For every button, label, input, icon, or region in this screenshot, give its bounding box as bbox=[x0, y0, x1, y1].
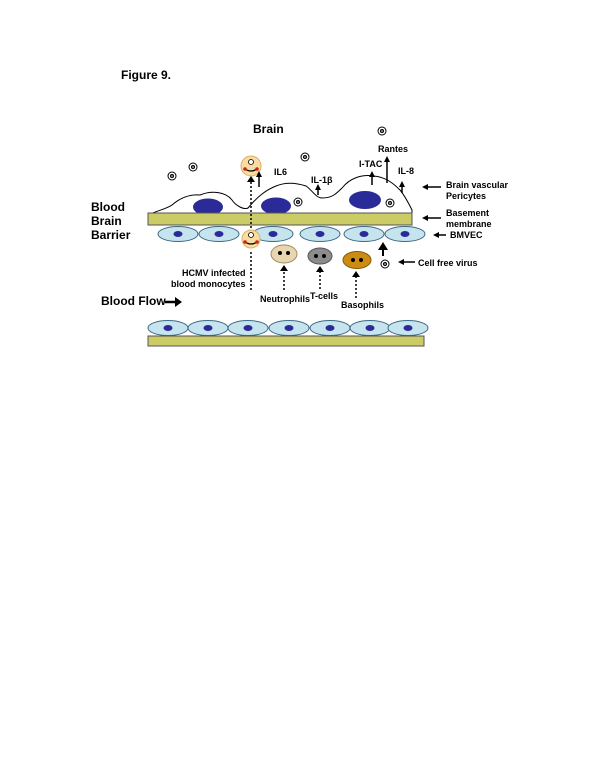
monocyte-in-brain bbox=[240, 155, 262, 177]
brain-label: Brain bbox=[253, 122, 284, 136]
virion-icon bbox=[293, 197, 303, 207]
arrowhead-icon bbox=[352, 271, 360, 277]
cell-free-virus-label: Cell free virus bbox=[418, 258, 478, 268]
virion-icon bbox=[385, 198, 395, 208]
arrowhead-icon bbox=[398, 259, 404, 265]
endothelial-cell bbox=[147, 320, 189, 336]
arrowhead-icon bbox=[422, 215, 428, 221]
bbb-line-2: Brain bbox=[91, 214, 122, 228]
endothelial-cell bbox=[384, 226, 426, 242]
neutrophils-label: Neutrophils bbox=[260, 294, 311, 304]
endothelial-cell bbox=[268, 320, 310, 336]
tcell-cell bbox=[307, 247, 333, 265]
virion-icon bbox=[300, 152, 310, 162]
bmvec-label: BMVEC bbox=[450, 230, 483, 240]
arrowhead-icon bbox=[256, 171, 262, 177]
bbb-label: Blood Brain Barrier bbox=[91, 200, 130, 242]
basement-membrane bbox=[147, 212, 413, 226]
arrowhead-icon bbox=[399, 181, 405, 187]
hcmv-line-2: blood monocytes bbox=[171, 279, 246, 289]
hcmv-line-1: HCMV infected bbox=[182, 268, 246, 278]
pericytes-line-1: Brain vascular bbox=[446, 180, 509, 190]
arrowhead-icon bbox=[247, 176, 255, 182]
bmvec-layer bbox=[157, 226, 426, 242]
endothelial-cell bbox=[343, 226, 385, 242]
endothelial-cell bbox=[299, 226, 341, 242]
il8-label: IL-8 bbox=[398, 166, 415, 176]
endothelial-cell bbox=[198, 226, 240, 242]
basement-line-2: membrane bbox=[446, 219, 492, 229]
bbb-line-3: Barrier bbox=[91, 228, 131, 242]
blood-flow-label: Blood Flow bbox=[101, 294, 166, 308]
lower-bmvec-layer bbox=[147, 320, 429, 336]
arrowhead-icon bbox=[369, 171, 375, 177]
tcells-label: T-cells bbox=[310, 291, 339, 301]
hcmv-monocytes-label: HCMV infected blood monocytes bbox=[171, 268, 246, 290]
pericyte-layer bbox=[149, 175, 413, 216]
endothelial-cell bbox=[157, 226, 199, 242]
endothelial-cell bbox=[227, 320, 269, 336]
bbb-line-1: Blood bbox=[91, 200, 125, 214]
il6-label: IL6 bbox=[274, 167, 288, 177]
virion-icon bbox=[380, 259, 390, 269]
itac-label: I-TAC bbox=[359, 159, 383, 169]
arrowhead-icon bbox=[433, 232, 439, 238]
arrowhead-icon bbox=[175, 297, 182, 307]
arrowhead-icon bbox=[316, 266, 324, 272]
pericytes-line-2: Pericytes bbox=[446, 191, 487, 201]
arrowhead-icon bbox=[315, 184, 321, 190]
figure-title: Figure 9. bbox=[121, 68, 172, 82]
basophil-cell bbox=[342, 251, 372, 269]
endothelial-cell bbox=[309, 320, 351, 336]
pericyte-nucleus bbox=[261, 197, 291, 215]
rantes-label: Rantes bbox=[378, 144, 409, 154]
pericyte-nucleus bbox=[349, 191, 381, 209]
virion-icon bbox=[167, 171, 177, 181]
neutrophil-cell bbox=[270, 244, 298, 264]
monocyte-in-endothelium bbox=[241, 229, 261, 249]
virion-icon bbox=[188, 162, 198, 172]
virion-icon bbox=[377, 126, 387, 136]
endothelial-cell bbox=[349, 320, 391, 336]
arrowhead-icon bbox=[378, 242, 388, 250]
lower-basement-membrane bbox=[147, 335, 425, 347]
arrowhead-icon bbox=[280, 265, 288, 271]
pericytes-label: Brain vascular Pericytes bbox=[446, 180, 508, 202]
brain-virions bbox=[167, 126, 387, 181]
basement-membrane-label: Basement membrane bbox=[446, 208, 492, 230]
endothelial-cell bbox=[187, 320, 229, 336]
basement-line-1: Basement bbox=[446, 208, 490, 218]
pericyte-nucleus bbox=[193, 198, 223, 216]
arrowhead-icon bbox=[384, 156, 390, 162]
arrowhead-icon bbox=[422, 184, 428, 190]
endothelial-cell bbox=[387, 320, 429, 336]
il1b-label: IL-1β bbox=[311, 175, 333, 185]
basophils-label: Basophils bbox=[341, 300, 385, 310]
